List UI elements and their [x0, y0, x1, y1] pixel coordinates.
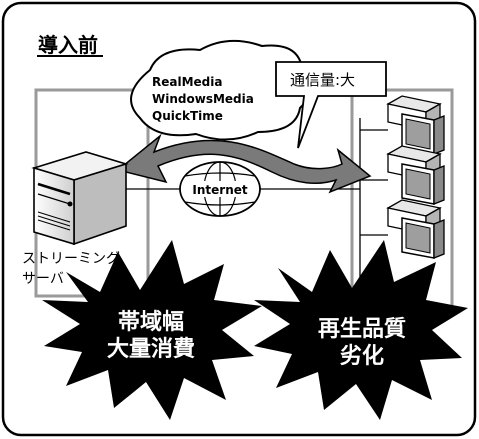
- media-format-realmedia: RealMedia: [152, 75, 222, 89]
- burst-right-line2: 劣化: [340, 343, 384, 369]
- client-pc-3: [386, 199, 445, 259]
- burst-left-line2: 大量消費: [107, 337, 195, 362]
- traffic-callout: [275, 61, 387, 149]
- burst-right-line1: 再生品質: [318, 317, 406, 342]
- globe-icon: [179, 161, 261, 217]
- client-pc-1: [386, 95, 445, 155]
- burst-left-line1: 帯域幅: [118, 309, 184, 335]
- internet-label: Internet: [192, 183, 247, 197]
- burst-right: [254, 240, 468, 420]
- heading: 導入前: [38, 33, 98, 57]
- bandwidth-arrow: [116, 133, 372, 194]
- media-cloud: [130, 39, 313, 141]
- server-label-line2: サーバ: [22, 271, 64, 287]
- server-label-line1: ストリーミング: [22, 251, 120, 267]
- media-format-windowsmedia: WindowsMedia: [152, 92, 254, 106]
- server-icon: [31, 151, 129, 246]
- media-format-quicktime: QuickTime: [152, 109, 223, 123]
- burst-left: [42, 240, 262, 420]
- client-pc-2: [386, 145, 445, 205]
- traffic-label: 通信量:大: [290, 71, 355, 89]
